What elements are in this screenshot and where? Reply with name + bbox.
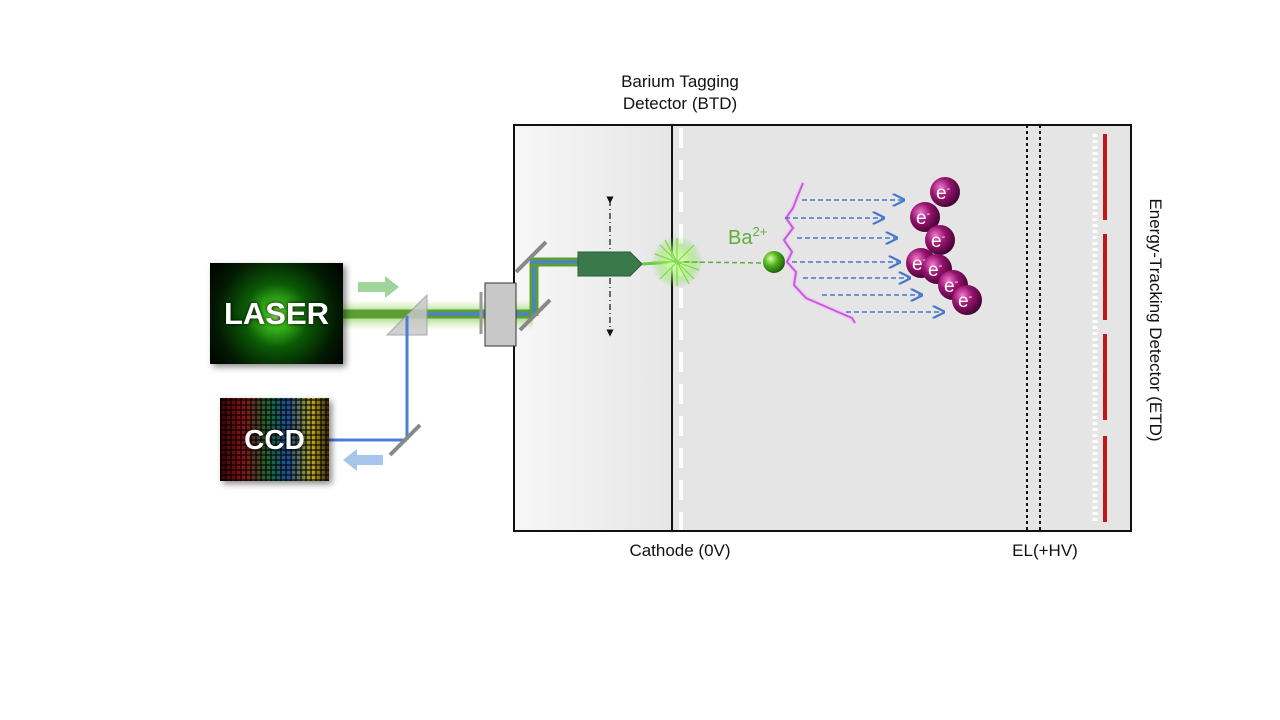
- etd-sensor-1: [1103, 134, 1107, 220]
- svg-text:e-: e-: [912, 254, 927, 275]
- ccd-camera: CCD: [220, 398, 329, 481]
- svg-text:e-: e-: [931, 231, 946, 252]
- ion-path: [683, 261, 766, 264]
- svg-text:e-: e-: [928, 260, 943, 281]
- ccd-mirror: [388, 423, 422, 457]
- electron-cloud: e- e- e- e- e- e- e-: [906, 177, 982, 315]
- etd-sensor-3: [1103, 334, 1107, 420]
- btd-title: Barium Tagging Detector (BTD): [580, 71, 780, 115]
- periscope-mirror-top: [514, 240, 548, 274]
- btd-title-line2: Detector (BTD): [622, 94, 738, 113]
- spark-rays: [652, 238, 702, 286]
- barium-ion: [763, 251, 785, 273]
- ion-label-charge: 2+: [752, 224, 767, 239]
- laser-label: LASER: [223, 295, 330, 331]
- electron: e-: [930, 177, 960, 207]
- etd-sensor-4: [1103, 436, 1107, 522]
- ccd-direction-arrow: [343, 449, 383, 471]
- etd-sensor-2: [1103, 234, 1107, 320]
- electron: e-: [952, 285, 982, 315]
- ionization-track: [782, 182, 856, 324]
- svg-text:e-: e-: [958, 291, 973, 312]
- svg-text:e-: e-: [944, 276, 959, 297]
- ion-label-base: Ba: [728, 227, 753, 249]
- objective-lens: [577, 251, 643, 277]
- periscope-mirror-bottom: [518, 298, 552, 332]
- laser-direction-arrow: [358, 276, 399, 298]
- etd-label: Energy-Tracking Detector (ETD): [1146, 198, 1165, 442]
- vacuum-window: [484, 282, 517, 347]
- ccd-label: CCD: [244, 423, 305, 455]
- cathode-label: Cathode (0V): [629, 541, 731, 560]
- svg-text:e-: e-: [916, 208, 931, 229]
- electron: e-: [910, 202, 940, 232]
- drift-arrows: [785, 200, 942, 312]
- laser-source: LASER: [210, 263, 343, 364]
- el-label: EL(+HV): [1012, 541, 1078, 560]
- svg-text:e-: e-: [936, 183, 951, 204]
- btd-title-line1: Barium Tagging: [621, 72, 739, 91]
- ion-label: Ba2+: [728, 224, 767, 249]
- ionization-track-glow: [780, 182, 858, 325]
- btd-region: [515, 126, 672, 530]
- electron: e-: [925, 225, 955, 255]
